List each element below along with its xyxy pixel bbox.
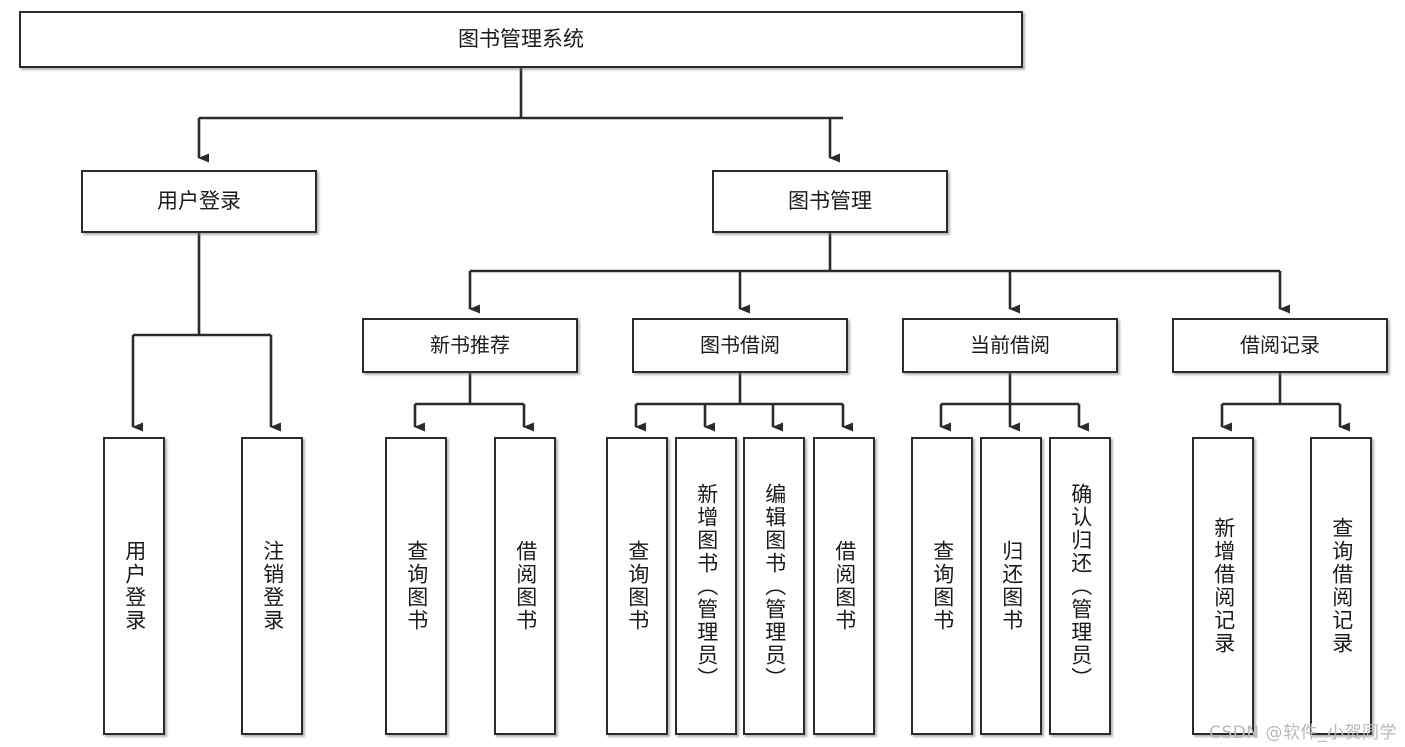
- node-leaf-query-book-borrow[interactable]: 查询图书: [606, 437, 668, 735]
- node-leaf-query-borrow-record[interactable]: 查询借阅记录: [1310, 437, 1372, 735]
- node-leaf-query-book-rec[interactable]: 查询图书: [385, 437, 447, 735]
- node-leaf-add-book-admin[interactable]: 新增图书（管理员）: [675, 437, 737, 735]
- node-leaf-borrow-book-rec[interactable]: 借阅图书: [494, 437, 556, 735]
- node-borrow-record[interactable]: 借阅记录: [1172, 318, 1388, 373]
- node-leaf-user-login[interactable]: 用户登录: [103, 437, 165, 735]
- node-current-borrow[interactable]: 当前借阅: [902, 318, 1118, 373]
- node-book-manage[interactable]: 图书管理: [712, 170, 948, 233]
- node-leaf-logout[interactable]: 注销登录: [241, 437, 303, 735]
- node-leaf-borrow-book[interactable]: 借阅图书: [813, 437, 875, 735]
- node-new-book-rec[interactable]: 新书推荐: [362, 318, 578, 373]
- node-leaf-return-book[interactable]: 归还图书: [980, 437, 1042, 735]
- node-leaf-add-borrow-record[interactable]: 新增借阅记录: [1192, 437, 1254, 735]
- node-root[interactable]: 图书管理系统: [19, 11, 1023, 68]
- node-book-borrow[interactable]: 图书借阅: [632, 318, 848, 373]
- node-leaf-edit-book-admin[interactable]: 编辑图书（管理员）: [743, 437, 805, 735]
- node-leaf-query-book-current[interactable]: 查询图书: [911, 437, 973, 735]
- node-user-login[interactable]: 用户登录: [81, 170, 317, 233]
- node-leaf-confirm-return-admin[interactable]: 确认归还（管理员）: [1049, 437, 1111, 735]
- csdn-watermark: CSDN @软件_小贺同学: [1209, 723, 1397, 743]
